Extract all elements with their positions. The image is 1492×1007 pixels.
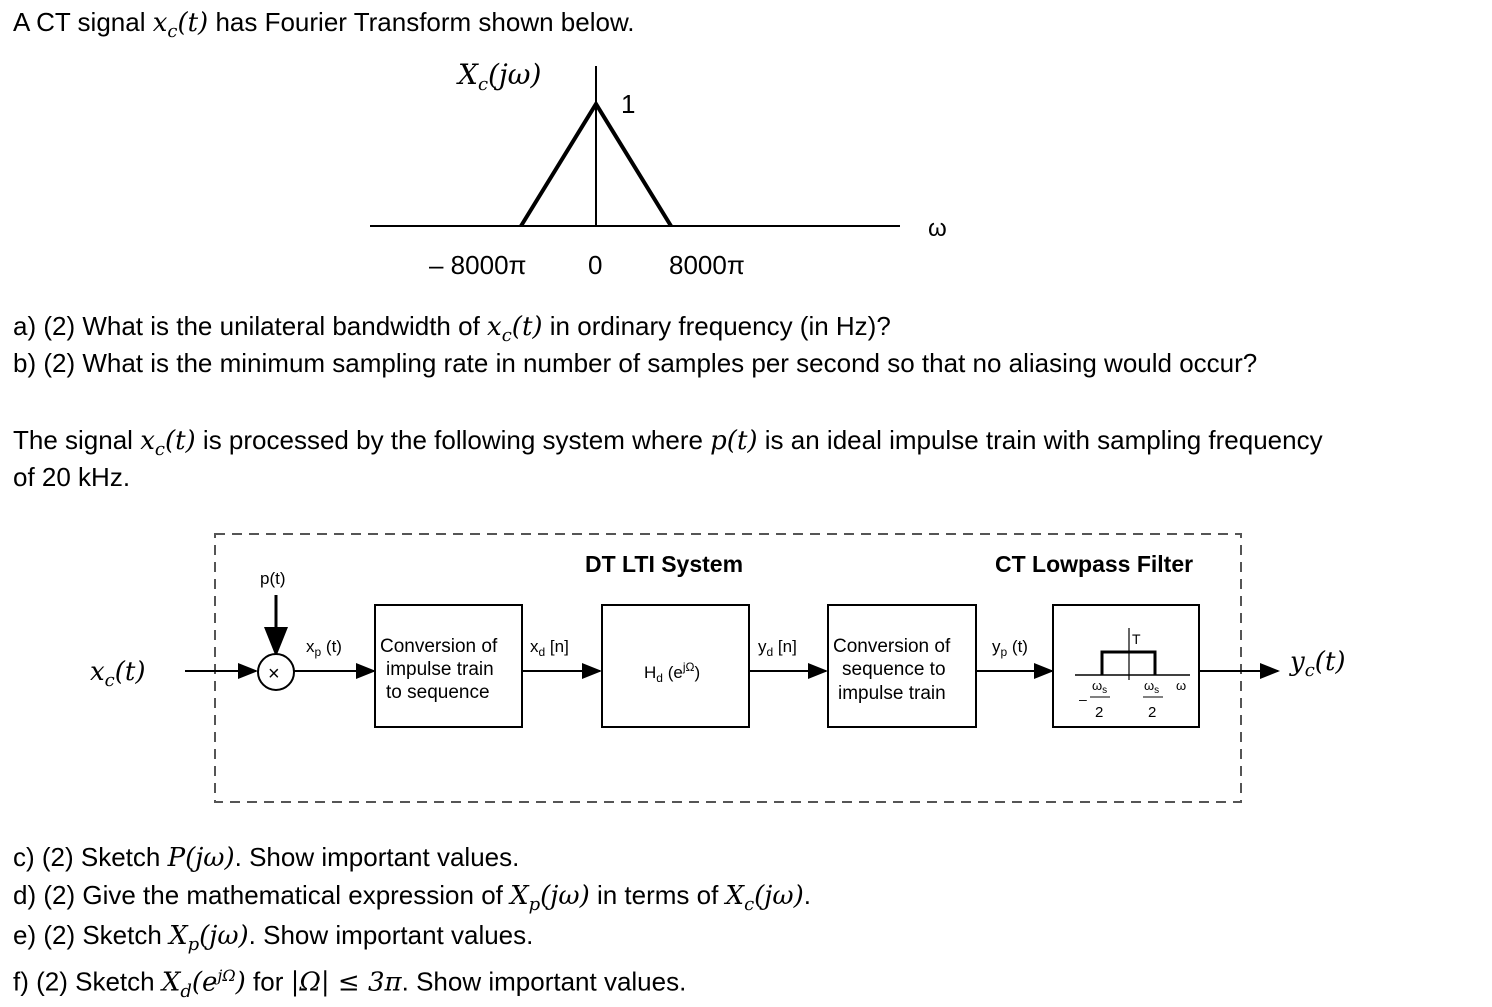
question-a: a) (2) What is the unilateral bandwidth …	[13, 311, 891, 347]
ft-ylabel: Xc(jω)	[456, 58, 541, 95]
output-label: yc(t)	[1289, 647, 1346, 681]
ft-plot: Xc(jω) 1 ω – 8000π 0 8000π	[370, 58, 947, 280]
block1-line2: impulse train	[386, 659, 494, 680]
block-diagram: xc(t) p(t) × xp (t) Conversion of impuls…	[90, 533, 1346, 803]
yp-label: yp (t)	[992, 637, 1028, 659]
question-d: d) (2) Give the mathematical expression …	[13, 880, 811, 916]
system-description-line2: of 20 kHz.	[13, 462, 131, 492]
lpf-response-icon	[1075, 628, 1190, 680]
question-c: c) (2) Sketch P(jω). Show important valu…	[13, 842, 520, 873]
lpf-neg-den: 2	[1095, 704, 1103, 721]
system-boundary	[214, 533, 1242, 803]
intro-text: A CT signal xc(t) has Fourier Transform …	[13, 7, 635, 43]
peak-label: 1	[621, 89, 635, 119]
spectrum-triangle	[519, 100, 673, 228]
input-label: xc(t)	[90, 657, 146, 691]
tick-neg: – 8000π	[429, 250, 526, 280]
system-description: The signal xc(t) is processed by the fol…	[13, 425, 1323, 461]
xp-label: xp (t)	[306, 637, 342, 659]
block-ct-lowpass	[1052, 604, 1200, 728]
block-sequence-to-impulse	[827, 604, 977, 728]
tick-pos: 8000π	[669, 250, 745, 280]
block3-line2: sequence to	[842, 659, 946, 680]
dt-system-title: DT LTI System	[585, 551, 743, 577]
pt-label: p(t)	[260, 569, 286, 588]
question-f: f) (2) Sketch Xd(ejΩ) for |Ω| ≤ 3π. Show…	[13, 966, 687, 1002]
question-b: b) (2) What is the minimum sampling rate…	[13, 348, 1258, 378]
lpf-gain: T	[1132, 631, 1141, 647]
xd-label: xd [n]	[530, 637, 569, 659]
omega-label: ω	[928, 215, 947, 242]
hd-label: Hd (ejΩ)	[644, 660, 700, 685]
block-impulse-to-sequence	[374, 604, 523, 728]
multiplier-symbol: ×	[268, 663, 280, 685]
question-e: e) (2) Sketch Xp(jω). Show important val…	[13, 920, 534, 956]
block-dt-lti	[601, 604, 750, 728]
tick-zero: 0	[588, 250, 602, 280]
block3-line3: impulse train	[838, 683, 946, 704]
lpf-neg-sign: –	[1079, 691, 1087, 707]
yd-label: yd [n]	[758, 637, 797, 659]
lpf-omega: ω	[1176, 678, 1186, 693]
lpf-pos-den: 2	[1148, 704, 1156, 721]
block1-line1: Conversion of	[380, 636, 498, 657]
block3-line1: Conversion of	[833, 636, 951, 657]
lpf-pos-ws: ωs	[1144, 678, 1159, 696]
lpf-neg-ws: ωs	[1092, 678, 1107, 696]
ct-filter-title: CT Lowpass Filter	[995, 551, 1193, 577]
block1-line3: to sequence	[386, 682, 490, 703]
